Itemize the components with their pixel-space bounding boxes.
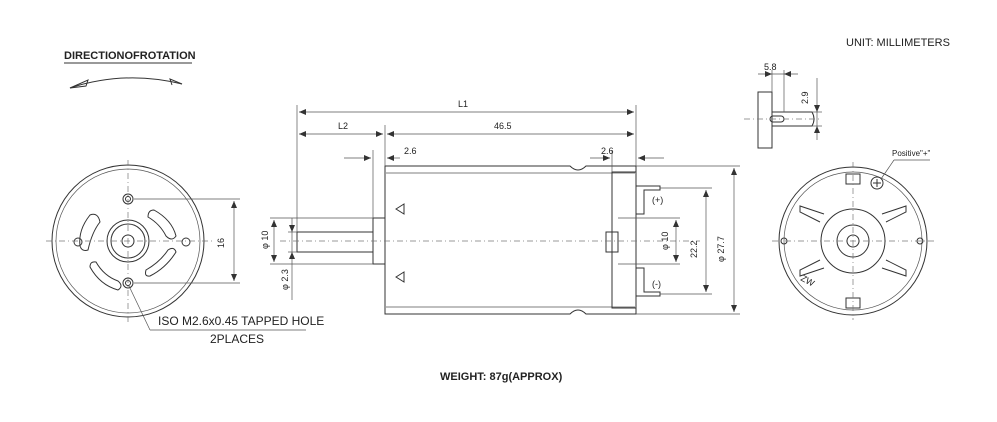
end-cap <box>611 171 637 309</box>
terminal-spacing-dimension <box>660 187 712 295</box>
front-slot <box>79 213 101 251</box>
shaft-2-3-dimension <box>288 218 297 300</box>
body-dia-label: φ 27.7 <box>716 236 726 262</box>
shaft-2-3-label: φ 2.3 <box>280 269 290 290</box>
side-shaft <box>296 231 374 253</box>
units-label: UNIT: MILLIMETERS <box>846 37 950 49</box>
end-boss <box>605 231 619 253</box>
front-slot <box>89 261 122 291</box>
weight-label: WEIGHT: 87g(APPROX) <box>440 371 563 383</box>
l2-label: L2 <box>338 121 348 131</box>
direction-of-rotation-label: DIRECTIONOFROTATION <box>64 50 196 62</box>
boss-dia-dimension <box>618 217 680 265</box>
l1-dimension <box>296 105 637 232</box>
body-dia-dimension <box>636 165 740 315</box>
hole-spacing-dimension <box>134 198 240 284</box>
positive-leader <box>880 159 895 180</box>
side-body <box>384 165 637 315</box>
body-arrow-icon <box>395 271 405 283</box>
front-view <box>46 160 212 322</box>
positive-marker-icon <box>870 176 884 190</box>
back-marking: ZW <box>799 273 816 289</box>
shaft-dia-dimension <box>270 217 373 265</box>
l2-dimension <box>299 125 386 166</box>
tapped-hole-leader <box>128 285 306 331</box>
back-view <box>772 159 934 320</box>
terminal-plus <box>635 185 661 215</box>
tapped-hole-note: ISO M2.6x0.45 TAPPED HOLE <box>158 314 324 328</box>
length-46-5-label: 46.5 <box>494 121 512 131</box>
shaft-dia-label: φ 10 <box>260 231 270 249</box>
vent-hole-left <box>73 237 83 247</box>
left-2-6-dimension <box>344 150 400 218</box>
l1-label: L1 <box>458 99 468 109</box>
terminal-spacing-label: 22.2 <box>689 240 699 258</box>
tab-2-9-label: 2.9 <box>800 91 810 104</box>
rotation-arrow-icon <box>69 77 183 89</box>
left-2-6-label: 2.6 <box>404 146 417 156</box>
body-arrow-icon <box>395 203 405 215</box>
front-slot <box>147 209 177 240</box>
side-view <box>280 165 700 315</box>
right-2-6-label: 2.6 <box>601 146 614 156</box>
front-slot <box>145 247 177 277</box>
vent-hole-right <box>181 237 191 247</box>
tab-5-8-label: 5.8 <box>764 62 777 72</box>
terminal-minus <box>635 267 661 297</box>
hole-spacing-value: 16 <box>216 238 226 248</box>
tapped-hole-places: 2PLACES <box>210 332 264 346</box>
right-2-6-dimension <box>590 150 664 172</box>
positive-label: Positive"+" <box>892 149 931 158</box>
minus-mark: (-) <box>652 279 661 289</box>
terminal-detail <box>744 70 822 149</box>
length-46-5-dimension <box>387 131 634 137</box>
plus-mark: (+) <box>652 195 663 205</box>
boss-dia-label: φ 10 <box>660 232 670 250</box>
